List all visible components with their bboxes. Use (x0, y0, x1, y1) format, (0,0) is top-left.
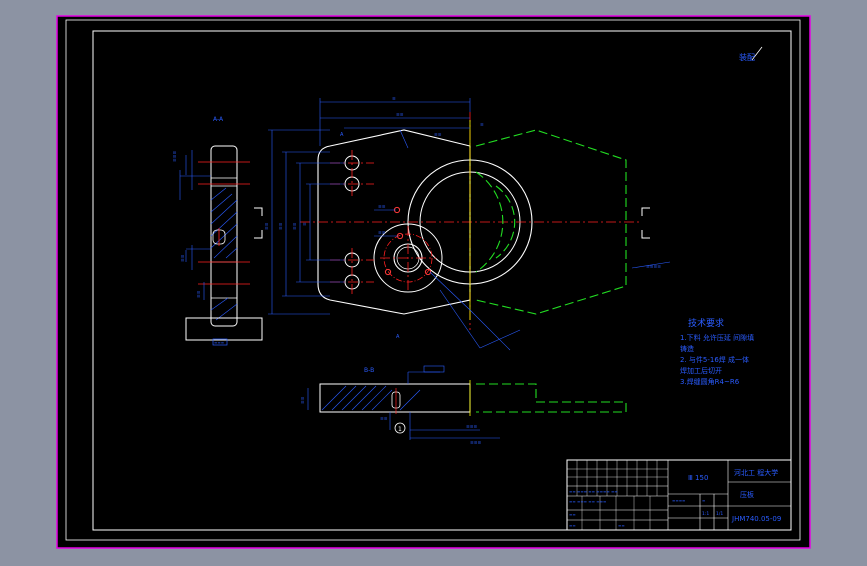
svg-text:≡≡: ≡≡ (396, 113, 404, 118)
tech-req-line-5: 3.焊缝圆角R4~R6 (680, 377, 740, 386)
tech-requirements: 技术要求 1.下料 允许压延 间隙填 铸造 2. 与件5-16焊 成一体 焊加工… (680, 317, 754, 386)
svg-text:≡: ≡ (480, 123, 484, 128)
svg-text:≡≡: ≡≡ (434, 133, 442, 138)
svg-text:≡≡≡: ≡≡≡ (470, 441, 482, 446)
tech-requirements-heading: 技术要求 (688, 317, 724, 329)
inner-frame (65, 19, 801, 541)
section-aa-view: A-A (173, 116, 263, 346)
section-bb-view: B-B 1 ≡≡ ≡≡ ≡≡≡ (301, 365, 627, 446)
svg-text:≡≡: ≡≡ (181, 254, 186, 262)
title-block: ≡≡ ≡≡≡ ≡≡ ≡≡≡≡ ≡≡ ≡≡ ≡≡≡ ≡≡ ≡≡≡ ≡≡ ≡≡ ≡≡… (566, 459, 792, 531)
signature-text: 装配 (739, 52, 755, 62)
svg-text:≡≡: ≡≡ (378, 231, 386, 236)
svg-text:≡≡≡: ≡≡≡ (214, 340, 224, 345)
svg-text:≡≡≡: ≡≡≡ (173, 150, 178, 162)
svg-text:≡≡: ≡≡ (569, 523, 576, 528)
title-school: 河北工 程大学 (734, 468, 778, 477)
title-drawing-number: JHM740.05-09 (731, 515, 781, 523)
drawing-border (92, 30, 792, 531)
section-bb-label: B-B (364, 367, 374, 374)
svg-text:≡≡: ≡≡ (618, 523, 625, 528)
svg-text:≡≡≡: ≡≡≡ (466, 425, 478, 430)
tech-req-line-4: 焊加工后切开 (680, 366, 722, 375)
svg-text:≡≡: ≡≡ (293, 222, 298, 230)
svg-text:A: A (340, 132, 344, 138)
title-ratio: 1:1 (702, 511, 709, 517)
phantom-mirror-part (475, 129, 627, 315)
svg-text:≡≡: ≡≡ (301, 396, 306, 404)
title-scale-cell: Ⅲ 150 (688, 474, 708, 482)
signature-mark: 装配 (739, 46, 763, 62)
aa-base-plate (185, 317, 263, 341)
svg-text:A: A (396, 334, 400, 340)
svg-text:≡≡: ≡≡ (265, 222, 270, 230)
svg-text:≡: ≡ (392, 97, 396, 102)
plate-outline (317, 129, 471, 315)
outer-frame (56, 15, 811, 549)
svg-text:≡≡: ≡≡ (569, 512, 576, 517)
svg-text:1: 1 (398, 426, 402, 433)
sheet-area (57, 16, 810, 548)
bb-hatch (321, 385, 421, 411)
main-dimensions (268, 98, 671, 351)
svg-text:≡≡: ≡≡ (378, 205, 386, 210)
section-aa-label: A-A (213, 116, 224, 123)
main-view: A A (254, 97, 671, 351)
svg-text:≡≡: ≡≡ (380, 417, 388, 422)
title-sheet: 1/1 (716, 511, 723, 517)
svg-text:≡≡: ≡≡ (197, 290, 202, 298)
svg-text:≡: ≡ (702, 498, 705, 503)
hub-outline (373, 223, 443, 293)
bb-phantom (476, 383, 627, 413)
tech-req-line-1: 1.下料 允许压延 间隙填 (680, 333, 754, 342)
title-part-name: 压板 (740, 490, 754, 499)
tech-req-line-3: 2. 与件5-16焊 成一体 (680, 355, 749, 364)
svg-text:≡≡ ≡≡≡ ≡≡ ≡≡≡: ≡≡ ≡≡≡ ≡≡ ≡≡≡ (569, 499, 606, 504)
tech-req-line-2: 铸造 (680, 344, 694, 353)
svg-text:≡: ≡ (303, 222, 308, 226)
svg-text:≡≡≡≡: ≡≡≡≡ (646, 265, 661, 270)
svg-text:≡≡: ≡≡ (279, 222, 284, 230)
svg-text:≡≡≡≡: ≡≡≡≡ (672, 498, 685, 503)
svg-text:≡≡ ≡≡≡ ≡≡ ≡≡≡≡ ≡≡: ≡≡ ≡≡≡ ≡≡ ≡≡≡≡ ≡≡ (569, 489, 618, 494)
